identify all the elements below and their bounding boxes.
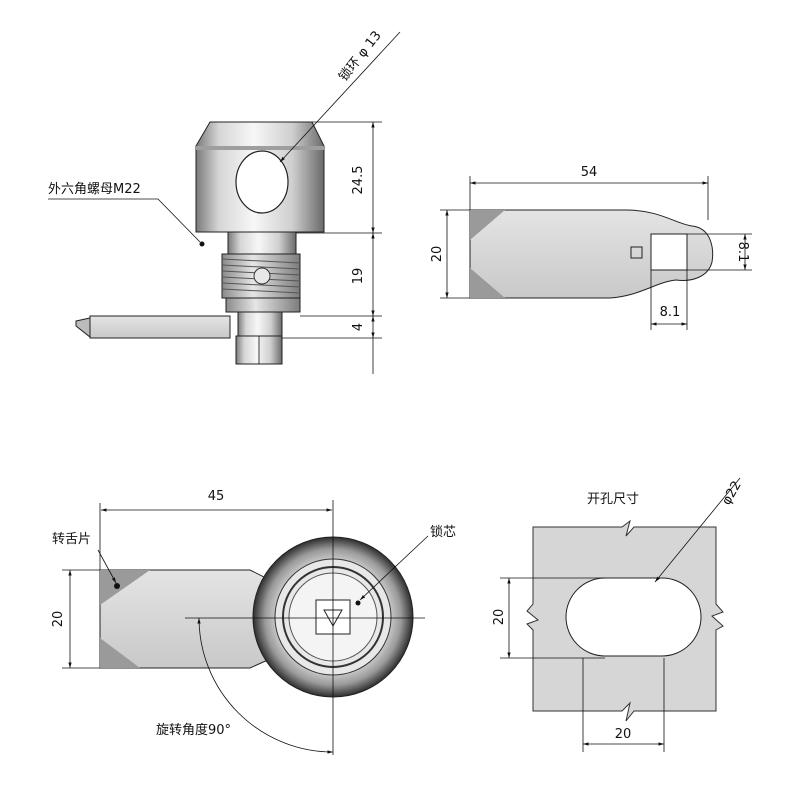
cutout-hole bbox=[565, 577, 702, 657]
cam-plate bbox=[469, 209, 714, 299]
side-view: 24.5 19 4 锁环 φ 13 外六角螺母M22 bbox=[48, 28, 401, 374]
square-mark bbox=[630, 246, 643, 259]
cam-leader bbox=[97, 549, 117, 584]
shaft bbox=[237, 311, 283, 337]
nut-leader-d bbox=[157, 198, 201, 243]
cam-plate-view: 54 20 8.1 8.1 bbox=[430, 165, 752, 330]
side-dim-thread: 19 bbox=[351, 268, 366, 285]
nut-dot bbox=[199, 241, 205, 247]
thread-base bbox=[225, 297, 301, 313]
cam-arm-bar bbox=[89, 315, 231, 339]
cutout-dim-width: 20 bbox=[615, 727, 632, 742]
thread-screw bbox=[253, 267, 271, 285]
cutout-dim-height: 20 bbox=[492, 609, 507, 626]
side-dim-cam: 4 bbox=[351, 323, 366, 331]
front-cam-bevel-bottom bbox=[100, 638, 140, 668]
square-hole bbox=[650, 233, 688, 271]
rotation-label: 旋转角度90° bbox=[156, 722, 231, 738]
cutout-dim-diameter: φ22 bbox=[719, 479, 745, 508]
cam-plate-bevel-top bbox=[470, 210, 505, 240]
plate-dim-square-w: 8.1 bbox=[660, 305, 681, 320]
cutout-view: 开孔尺寸 φ22 20 20 bbox=[492, 477, 745, 752]
ring-leader bbox=[279, 31, 401, 163]
plate-dim-length: 54 bbox=[581, 165, 598, 180]
front-dim-width: 20 bbox=[51, 611, 66, 628]
side-dim-head: 24.5 bbox=[351, 166, 366, 195]
cam-label: 转舌片 bbox=[52, 532, 91, 547]
plate-dim-width: 20 bbox=[430, 246, 445, 263]
core-leader bbox=[359, 535, 429, 601]
nut-label: 外六角螺母M22 bbox=[48, 182, 141, 197]
rotation-arc bbox=[197, 617, 334, 754]
hex-nut bbox=[227, 231, 297, 255]
core-dot bbox=[355, 600, 361, 606]
front-view: 45 20 旋转角度90° 转舌片 锁芯 bbox=[51, 489, 456, 755]
core-label: 锁芯 bbox=[430, 524, 456, 540]
plate-dim-square-h: 8.1 bbox=[735, 242, 750, 263]
lock-head-band bbox=[196, 146, 324, 150]
front-cam-dot bbox=[114, 583, 120, 589]
lock-ring-hole bbox=[235, 150, 289, 214]
front-dim-length: 45 bbox=[208, 489, 225, 504]
cam-plate-bevel-bottom bbox=[470, 268, 505, 298]
cutout-title: 开孔尺寸 bbox=[587, 492, 639, 507]
